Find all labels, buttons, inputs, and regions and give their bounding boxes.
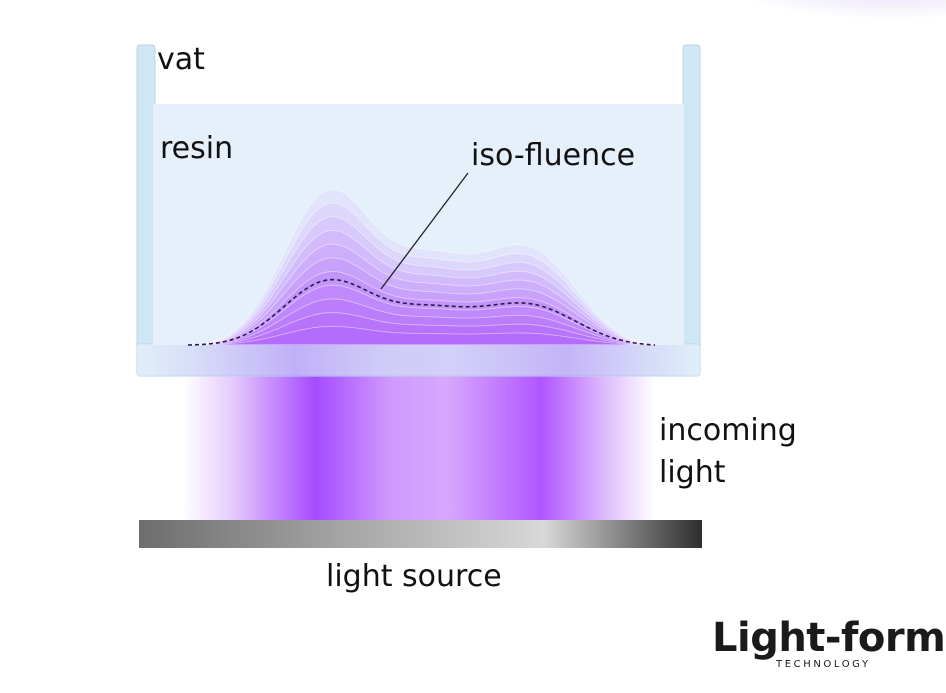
logo-subtitle: TECHNOLOGY bbox=[776, 659, 871, 670]
vat-floor-illumination bbox=[137, 344, 700, 376]
iso-fluence-layer bbox=[188, 312, 656, 345]
logo-wordmark: Light-form bbox=[712, 615, 946, 661]
incoming-light-label: incoming light bbox=[659, 410, 797, 494]
iso-fluence-layers bbox=[187, 188, 656, 345]
light-source-bar bbox=[139, 520, 702, 548]
incoming-light-label-line2: light bbox=[659, 455, 726, 490]
vat bbox=[136, 44, 701, 377]
iso-fluence-layer bbox=[187, 229, 656, 345]
resin-label: resin bbox=[160, 131, 234, 166]
iso-fluence-layer bbox=[187, 243, 656, 345]
light-source-label: light source bbox=[326, 559, 502, 594]
lightform-logo: Light-form TECHNOLOGY bbox=[712, 618, 946, 674]
corner-glow bbox=[744, 0, 946, 20]
vat-label: vat bbox=[157, 42, 205, 77]
iso-fluence-leader-line bbox=[380, 172, 469, 290]
incoming-light-label-line1: incoming bbox=[659, 413, 797, 448]
iso-fluence-layer bbox=[187, 284, 656, 345]
iso-fluence-layer bbox=[187, 257, 656, 345]
iso-fluence-label: iso-fluence bbox=[471, 138, 636, 173]
vat-right-wall bbox=[682, 44, 701, 377]
vat-left-wall bbox=[136, 44, 156, 377]
iso-fluence-layer bbox=[188, 325, 655, 345]
